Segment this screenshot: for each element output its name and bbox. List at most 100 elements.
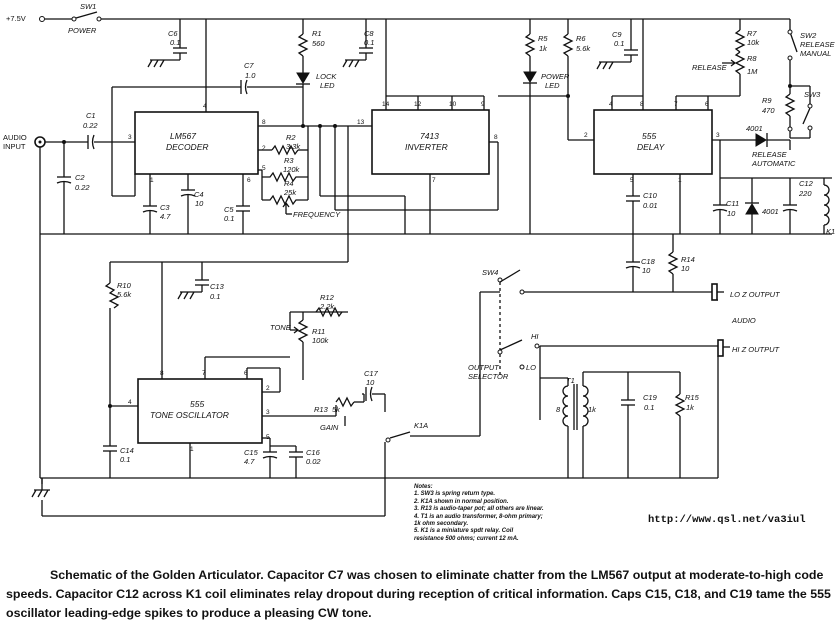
sw4-lo-position: LO (526, 363, 536, 372)
audio-input-label-2: INPUT (3, 142, 26, 151)
ground-icon-c9 (596, 61, 631, 70)
c17-label: C17 (364, 369, 379, 378)
c14-label: C14 (120, 446, 134, 455)
r1-label: R1 (312, 29, 322, 38)
c12-value: 220 (798, 189, 812, 198)
c19-label: C19 (643, 393, 658, 402)
c16-value: 0.02 (306, 457, 321, 466)
c10-label: C10 (643, 191, 658, 200)
inv-pin-7: 7 (432, 177, 436, 184)
sw1-label: POWER (68, 26, 97, 35)
r12-label: R12 (320, 293, 335, 302)
r11-potentiometer (297, 319, 309, 343)
r7-value: 10k (747, 38, 760, 47)
lm567-pin-6: 6 (247, 177, 251, 184)
c4-label: C4 (194, 190, 204, 199)
r13-value: 5k (332, 405, 341, 414)
r1-value: 560 (312, 39, 325, 48)
c5-value: 0.1 (224, 214, 234, 223)
osc-pin-7: 7 (202, 370, 206, 377)
k1a-contact (389, 431, 411, 439)
schematic-diagram: +7.5V SW1 POWER AUDIO INPUT C1 0.22 C2 0… (3, 2, 836, 517)
c9-value: 0.1 (614, 39, 624, 48)
c18-value: 10 (642, 266, 651, 275)
c7-value: 1.0 (245, 71, 256, 80)
output-selector-label-1: OUTPUT (468, 363, 500, 372)
c19-value: 0.1 (644, 403, 654, 412)
r8-value: 1M (747, 67, 758, 76)
r13-label: R13 (314, 405, 329, 414)
lock-led-diode (296, 72, 310, 84)
inv-name: 7413 (420, 131, 439, 141)
hi-z-output-label: HI Z OUTPUT (732, 345, 780, 354)
sw2-label-2: MANUAL (800, 49, 831, 58)
notes-title: Notes: (414, 484, 433, 490)
c5-label: C5 (224, 205, 234, 214)
frequency-label: FREQUENCY (293, 210, 341, 219)
r14-label: R14 (681, 255, 695, 264)
delay-pin-2: 2 (584, 132, 588, 139)
c8-label: C8 (364, 29, 374, 38)
c13-value: 0.1 (210, 292, 220, 301)
r9-label: R9 (762, 96, 772, 105)
release-auto-label-1: RELEASE (752, 150, 788, 159)
c6-label: C6 (168, 29, 178, 38)
inv-pin-10: 10 (449, 101, 457, 108)
r3-value: 120k (283, 165, 301, 174)
c4-value: 10 (195, 199, 204, 208)
sw4-switch-lower (499, 339, 523, 351)
t1-secondary-label: 1k (588, 405, 597, 414)
d4001-lower-label: 4001 (762, 207, 779, 216)
7413-inverter-chip (371, 109, 490, 175)
lm567-decoder-chip (134, 111, 259, 175)
r8-label: R8 (747, 54, 757, 63)
supply-terminal (39, 16, 45, 22)
r15-value: 1k (686, 403, 695, 412)
c15-value: 4.7 (244, 457, 255, 466)
delay-pin-4: 4 (609, 101, 613, 108)
r10-value: 5.6k (117, 290, 132, 299)
t1-primary-label: 8 (556, 405, 561, 414)
lm567-pin-1: 1 (150, 177, 154, 184)
r9-value: 470 (762, 106, 775, 115)
r5-value: 1k (539, 44, 548, 53)
c9-label: C9 (612, 30, 622, 39)
delay-function: DELAY (637, 142, 666, 152)
r3-label: R3 (284, 156, 294, 165)
tone-label: TONE (270, 323, 292, 332)
r14-value: 10 (681, 264, 690, 273)
r7-resistor (734, 29, 746, 53)
lo-z-output-label: LO Z OUTPUT (730, 290, 781, 299)
lm567-pin-8: 8 (262, 119, 266, 126)
c18-label: C18 (641, 257, 656, 266)
r5-label: R5 (538, 34, 548, 43)
d4001-lower-diode (745, 203, 759, 215)
r1-resistor (297, 33, 309, 57)
delay-name: 555 (642, 131, 656, 141)
c12-label: C12 (799, 179, 814, 188)
r3-resistor (262, 171, 308, 183)
delay-pin-6: 6 (705, 101, 709, 108)
power-led-label-2: LED (545, 81, 560, 90)
osc-function: TONE OSCILLATOR (150, 410, 229, 420)
sw4-hi-position: HI (531, 332, 539, 341)
c17-value: 10 (366, 378, 375, 387)
r12-resistor (315, 306, 343, 318)
r5-resistor (524, 33, 536, 57)
hi-z-output-jack (717, 339, 724, 357)
lm567-name: LM567 (170, 131, 196, 141)
figure-caption: Schematic of the Golden Articulator. Cap… (6, 566, 832, 623)
output-selector-label-2: SELECTOR (468, 372, 509, 381)
delay-pin-8: 8 (640, 101, 644, 108)
t1-secondary-coil (582, 385, 589, 427)
c3-label: C3 (160, 203, 170, 212)
c3-value: 4.7 (160, 212, 171, 221)
t1-label: T1 (566, 376, 575, 385)
gain-label: GAIN (320, 423, 339, 432)
r2-label: R2 (286, 133, 296, 142)
c14-value: 0.1 (120, 455, 130, 464)
ground-icon-c8 (342, 59, 366, 68)
c6-value: 0.1 (170, 38, 180, 47)
audio-output-label: AUDIO (731, 316, 756, 325)
d4001-upper-diode (755, 133, 767, 147)
